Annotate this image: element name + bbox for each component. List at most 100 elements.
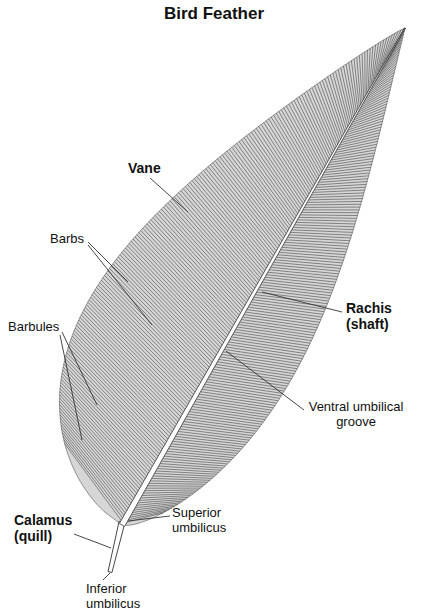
barb <box>362 54 364 101</box>
barb <box>124 250 221 351</box>
leader-line <box>262 292 342 312</box>
barb <box>147 224 238 322</box>
barb <box>150 476 212 479</box>
barb <box>61 425 130 510</box>
barb <box>259 126 307 200</box>
barb <box>310 193 364 195</box>
barb <box>299 214 358 216</box>
barb <box>208 374 287 386</box>
barb <box>183 189 262 280</box>
barb <box>71 339 170 441</box>
barb <box>292 227 354 229</box>
barb <box>159 461 226 466</box>
leader-line <box>60 335 82 440</box>
barb <box>357 57 361 105</box>
barb <box>297 217 357 219</box>
barb <box>125 248 222 349</box>
diagram-title: Bird Feather <box>3 4 422 24</box>
barb <box>301 209 359 210</box>
barb <box>202 384 281 396</box>
barb <box>374 63 397 83</box>
barb <box>166 205 251 299</box>
barb <box>215 361 294 373</box>
barb <box>256 289 329 298</box>
barb <box>246 307 322 317</box>
barb <box>160 458 228 464</box>
barb <box>299 97 330 161</box>
barb <box>215 161 281 245</box>
barb <box>239 141 296 219</box>
barb <box>249 302 324 312</box>
barb <box>154 468 219 472</box>
barb <box>60 401 141 493</box>
barb <box>74 331 174 434</box>
barb <box>175 431 249 440</box>
barb <box>91 297 193 401</box>
barb <box>146 483 205 485</box>
barb <box>303 207 360 208</box>
barb <box>137 496 190 499</box>
barb <box>133 501 183 506</box>
barb <box>217 359 296 371</box>
barb <box>178 426 253 436</box>
barb <box>61 422 132 509</box>
barb <box>84 310 186 414</box>
barb <box>85 307 187 411</box>
barb <box>272 262 341 268</box>
barb <box>222 349 301 361</box>
leader-line <box>88 245 152 325</box>
barb <box>235 327 313 338</box>
part-label: Ventral umbilical groove <box>304 400 408 430</box>
barb <box>92 295 194 399</box>
barb <box>209 371 288 383</box>
barb <box>296 220 356 221</box>
barb <box>246 136 300 213</box>
part-label: Barbs <box>50 232 100 247</box>
barb <box>248 304 323 314</box>
barb <box>343 66 353 118</box>
barb <box>174 434 247 443</box>
barb <box>179 193 259 285</box>
barb <box>238 322 315 333</box>
part-label: Calamus (quill) <box>14 512 80 544</box>
barb <box>241 317 318 328</box>
barb <box>183 419 259 429</box>
barb <box>181 421 256 431</box>
barb <box>134 499 185 503</box>
part-label: Vane <box>128 160 172 176</box>
barb <box>139 232 232 331</box>
barb <box>294 100 327 165</box>
barb <box>141 230 234 329</box>
barb <box>270 265 339 272</box>
barb <box>334 144 377 152</box>
barb <box>335 141 377 150</box>
barb <box>157 463 223 468</box>
barb <box>258 287 331 296</box>
barb <box>234 329 312 340</box>
barb <box>282 245 348 249</box>
part-label: Superior umbilicus <box>172 506 246 536</box>
barb <box>218 357 297 369</box>
barb <box>304 93 332 155</box>
barb <box>143 228 235 327</box>
barb <box>89 300 191 404</box>
barb <box>60 395 143 488</box>
barb <box>242 314 319 325</box>
barb <box>217 159 283 242</box>
barb <box>203 171 274 258</box>
barb <box>269 267 339 274</box>
barb <box>225 153 288 235</box>
barb <box>95 290 197 394</box>
barb <box>294 222 355 224</box>
barb <box>277 252 344 257</box>
barb <box>185 414 261 425</box>
barb <box>354 59 359 108</box>
barb <box>79 320 180 424</box>
barb <box>320 173 370 178</box>
barb <box>180 424 255 434</box>
leader-line <box>74 534 111 548</box>
barb <box>318 176 368 180</box>
barb <box>366 50 368 96</box>
barb <box>236 324 314 335</box>
barb <box>237 143 295 222</box>
